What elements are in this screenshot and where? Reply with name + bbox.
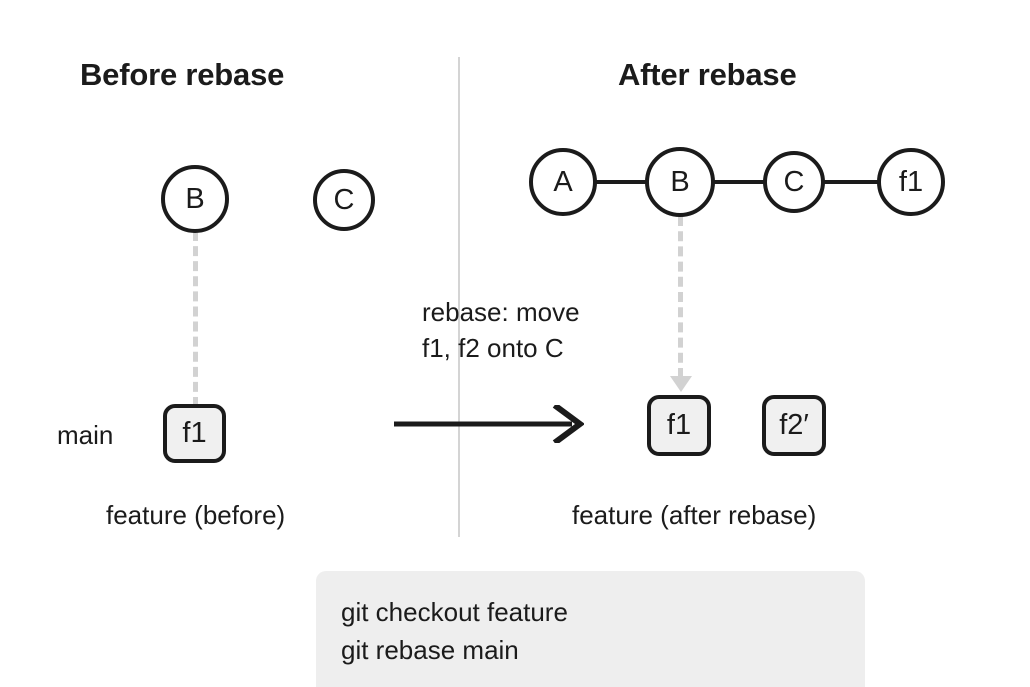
- before-commit-node-b: B: [161, 165, 229, 233]
- rebase-transform-arrow-icon: [394, 405, 584, 443]
- connector-b-c: [710, 180, 768, 184]
- command-line-rebase: git rebase main: [341, 635, 519, 665]
- after-commit-node-a: A: [529, 148, 597, 216]
- before-commit-node-c: C: [313, 169, 375, 231]
- after-commit-node-c: C: [763, 151, 825, 213]
- main-branch-label: main: [57, 420, 114, 450]
- connector-c-f1: [820, 180, 882, 184]
- dashed-link-b-to-f1-before: [193, 231, 198, 407]
- before-commit-box-f1: f1: [163, 404, 226, 463]
- connector-a-b: [592, 180, 650, 184]
- before-rebase-title: Before rebase: [80, 57, 285, 92]
- after-commit-node-f1: f1: [877, 148, 945, 216]
- after-rebase-title: After rebase: [618, 57, 797, 92]
- rebase-caption-line-1: rebase: move: [422, 297, 580, 327]
- command-line-checkout: git checkout feature: [341, 597, 568, 627]
- command-block: git checkout feature git rebase main: [316, 571, 865, 687]
- dashed-arrowhead-icon: [670, 376, 692, 392]
- after-commit-node-b: B: [645, 147, 715, 217]
- rebase-caption-line-2: f1, f2 onto C: [422, 333, 564, 363]
- after-commit-box-f2-prime: f2′: [762, 395, 826, 456]
- feature-before-caption: feature (before): [106, 500, 286, 530]
- rebase-caption: rebase: move f1, f2 onto C: [422, 294, 580, 366]
- after-commit-box-f1: f1: [647, 395, 711, 456]
- feature-after-caption: feature (after rebase): [572, 500, 817, 530]
- panel-divider: [458, 57, 460, 537]
- dashed-link-b-to-f1-after: [678, 216, 683, 378]
